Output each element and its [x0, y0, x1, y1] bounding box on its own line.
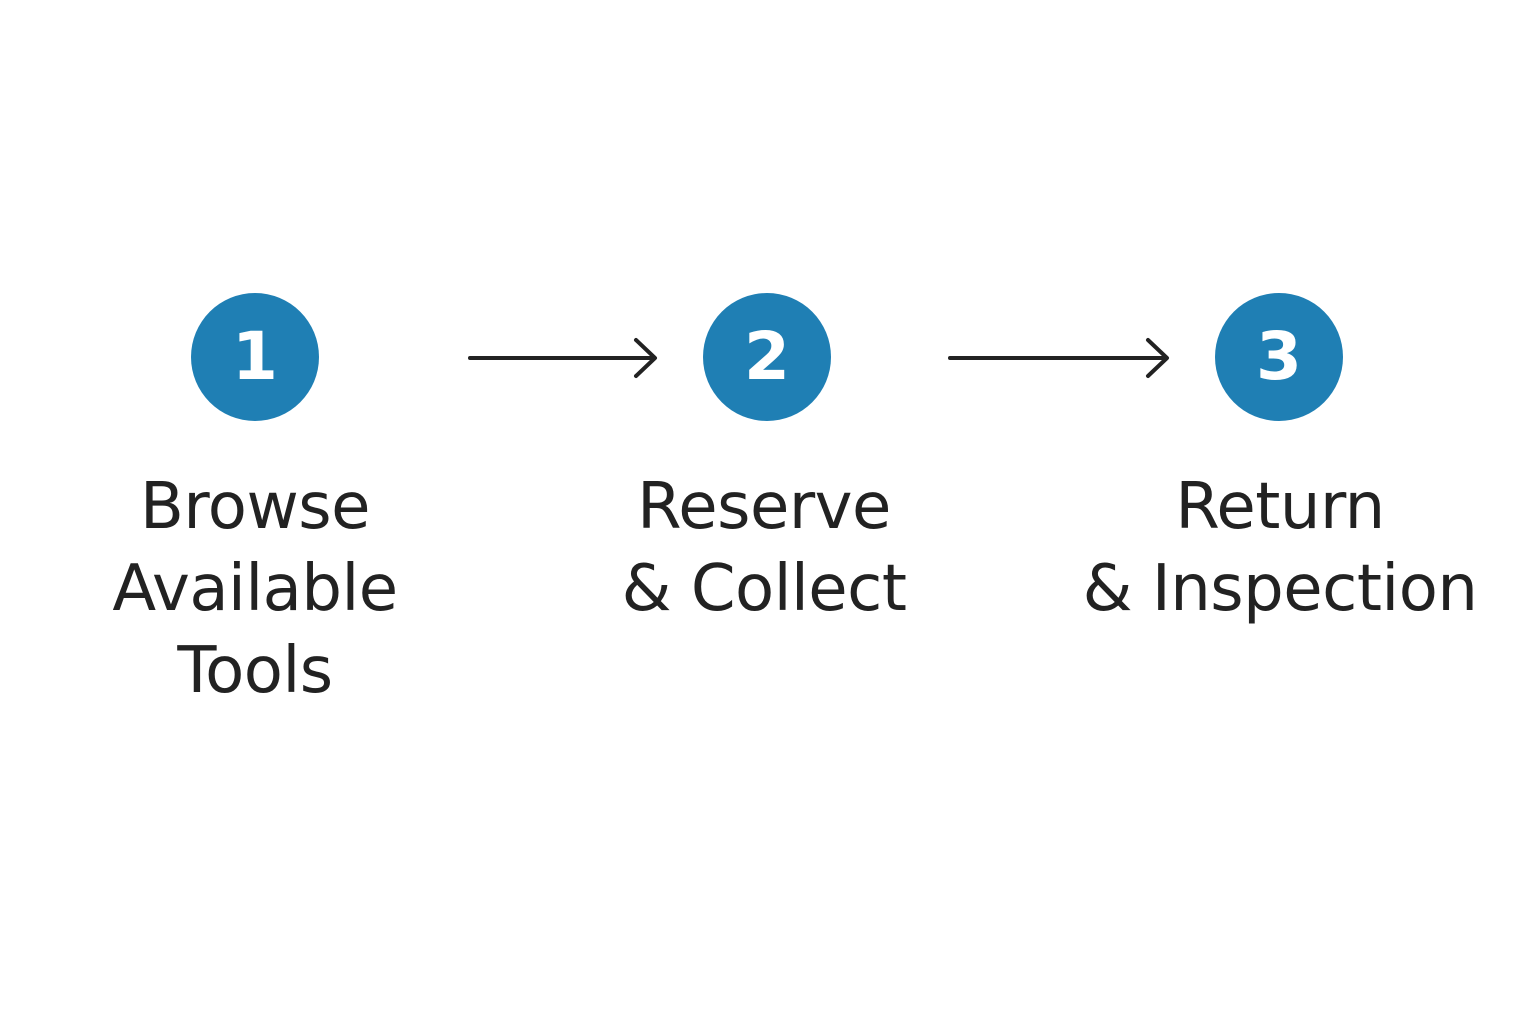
step-2-number: 2: [744, 318, 790, 395]
step-2-label-line-1: Reserve: [637, 470, 891, 544]
arrow-1-svg: [468, 338, 657, 378]
step-2-label: Reserve & Collect: [534, 466, 994, 630]
arrow-right-icon: [948, 334, 1172, 382]
step-2-label-line-2: & Collect: [621, 552, 907, 626]
arrow-right-icon: [468, 334, 660, 382]
step-1-number: 1: [232, 318, 278, 395]
step-2-circle: 2: [703, 293, 831, 421]
step-1-circle: 1: [191, 293, 319, 421]
step-1-label-line-2: Available: [112, 552, 398, 626]
step-1-label-line-1: Browse: [139, 470, 371, 544]
step-3-label: Return & Inspection: [1050, 466, 1510, 630]
step-1-label: Browse Available Tools: [25, 466, 485, 712]
step-3-number: 3: [1256, 318, 1302, 395]
step-3-label-line-2: & Inspection: [1082, 552, 1478, 626]
step-3-circle: 3: [1215, 293, 1343, 421]
step-1-label-line-3: Tools: [177, 634, 333, 708]
arrow-2-svg: [948, 338, 1169, 378]
step-3-label-line-1: Return: [1175, 470, 1385, 544]
